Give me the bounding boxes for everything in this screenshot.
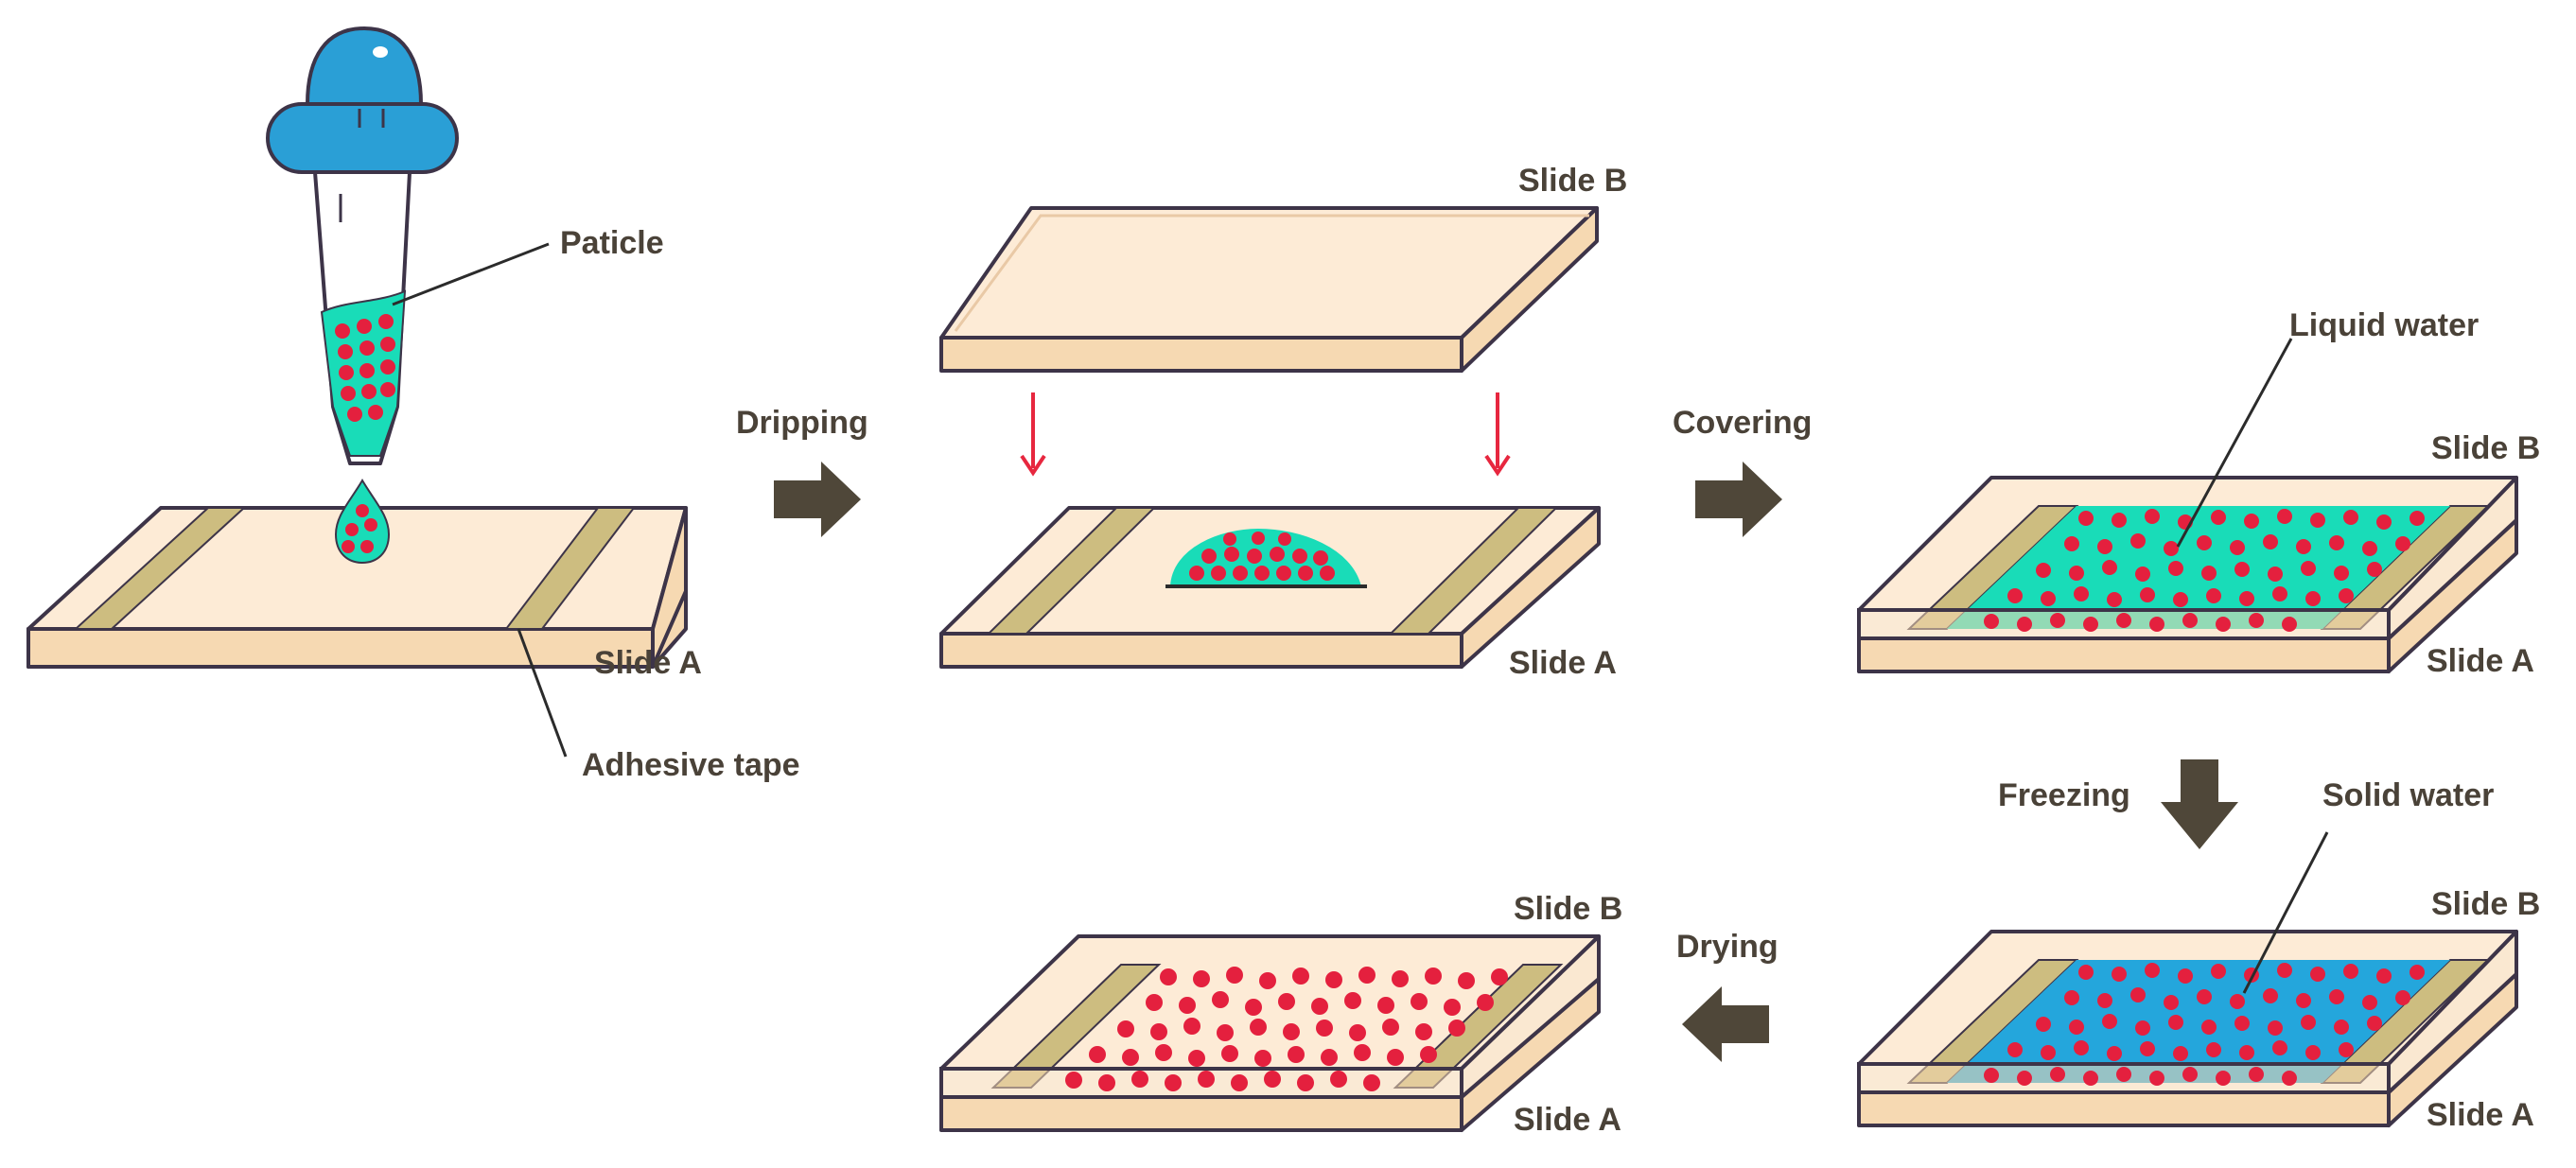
- label-slide-a-step1: Slide A: [594, 645, 702, 681]
- label-slide-a-step4: Slide A: [2427, 1097, 2534, 1133]
- label-slide-b-step3: Slide B: [2431, 430, 2540, 466]
- adhesive-tape-right: [503, 507, 637, 630]
- label-particle: Paticle: [560, 225, 664, 261]
- particles-dried: [1065, 967, 1508, 1091]
- droplet-on-slide: [1165, 528, 1367, 588]
- adhesive-tape-left: [73, 507, 247, 630]
- label-slide-b-step2: Slide B: [1518, 163, 1627, 199]
- step1-slide-a: [26, 506, 688, 669]
- red-arrowhead-right: [1484, 454, 1511, 477]
- red-arrowhead-left: [1020, 454, 1046, 477]
- step5-stack: [939, 934, 1601, 1132]
- label-adhesive-tape: Adhesive tape: [582, 747, 800, 783]
- arrow-covering: [1695, 462, 1782, 537]
- label-slide-a-step3: Slide A: [2427, 643, 2534, 679]
- adhesive-tape-left-step2: [986, 507, 1157, 635]
- label-slide-b-step5: Slide B: [1514, 891, 1622, 927]
- label-freezing: Freezing: [1998, 777, 2130, 813]
- label-covering: Covering: [1673, 405, 1812, 441]
- step4-stack: [1857, 930, 2518, 1127]
- particles-liquid: [1984, 509, 2425, 632]
- drop: [334, 479, 391, 565]
- particle-leader: [392, 242, 550, 306]
- label-dripping: Dripping: [736, 405, 868, 441]
- arrow-freezing: [2161, 759, 2238, 849]
- liquid-water-leader: [2176, 338, 2293, 548]
- label-liquid-water: Liquid water: [2289, 307, 2479, 343]
- label-slide-a-step2: Slide A: [1509, 645, 1617, 681]
- solid-water-leader: [2242, 831, 2329, 994]
- label-solid-water: Solid water: [2322, 777, 2494, 813]
- label-slide-b-step4: Slide B: [2431, 886, 2540, 922]
- step2-slide-b: [939, 206, 1599, 373]
- adhesive-tape-right-step2: [1388, 507, 1559, 635]
- adhesive-tape-leader: [517, 628, 568, 758]
- arrow-drying: [1682, 986, 1769, 1062]
- arrow-dripping: [774, 462, 861, 537]
- label-drying: Drying: [1676, 929, 1779, 965]
- particles-solid: [1984, 963, 2425, 1086]
- step3-stack: [1857, 476, 2518, 673]
- label-slide-a-step5: Slide A: [1514, 1102, 1621, 1138]
- dropper: [266, 26, 459, 465]
